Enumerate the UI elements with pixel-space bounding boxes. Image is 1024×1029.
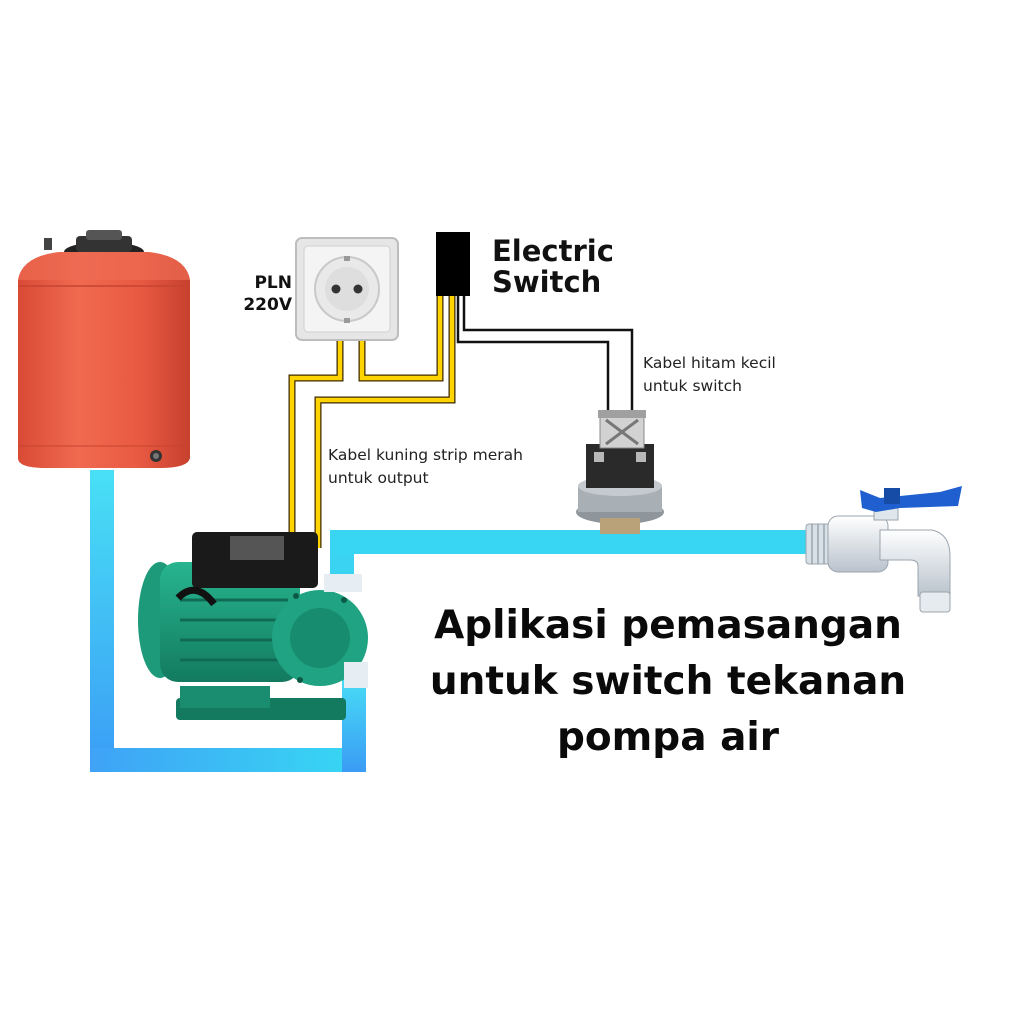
water-pipes bbox=[90, 470, 820, 772]
title-line-2: untuk switch tekanan bbox=[429, 659, 907, 704]
black-cable-note: Kabel hitam kecil untuk switch bbox=[643, 352, 776, 398]
black-cables bbox=[456, 296, 634, 412]
faucet-handle bbox=[860, 486, 962, 512]
title-line-3: pompa air bbox=[556, 715, 780, 760]
power-source-line-1: PLN bbox=[254, 273, 292, 293]
electric-switch-line-2: Switch bbox=[492, 265, 602, 299]
suction-pipe-bottom bbox=[90, 748, 366, 772]
electric-switch-line-1: Electric bbox=[492, 234, 614, 268]
black-cable-outer bbox=[462, 296, 634, 412]
electric-switch-label: Electric Switch bbox=[492, 236, 614, 298]
title-line-1: Aplikasi pemasangan bbox=[434, 603, 902, 648]
power-source-label: PLN 220V bbox=[232, 272, 292, 316]
black-cable-note-line-1: Kabel hitam kecil bbox=[643, 354, 776, 372]
pump-inlet-pipe bbox=[342, 672, 366, 772]
discharge-main-pipe bbox=[330, 530, 820, 554]
pressure-switch bbox=[576, 410, 664, 534]
black-cable-note-line-2: untuk switch bbox=[643, 377, 742, 395]
diagram-title: Aplikasi pemasangan untuk switch tekanan… bbox=[418, 598, 918, 766]
water-pump bbox=[138, 532, 368, 720]
water-faucet bbox=[805, 486, 962, 613]
yellow-cable-note-line-2: untuk output bbox=[328, 469, 429, 487]
yellow-cable-note-line-1: Kabel kuning strip merah bbox=[328, 446, 523, 464]
wall-socket bbox=[295, 237, 399, 341]
electric-switch-box bbox=[436, 232, 470, 296]
power-source-line-2: 220V bbox=[243, 295, 292, 315]
yellow-cable-note: Kabel kuning strip merah untuk output bbox=[328, 444, 523, 490]
black-cable-inner bbox=[456, 296, 610, 412]
water-tank bbox=[18, 230, 190, 468]
tank-outlet-pipe bbox=[90, 470, 114, 770]
yellow-cables bbox=[288, 296, 456, 548]
